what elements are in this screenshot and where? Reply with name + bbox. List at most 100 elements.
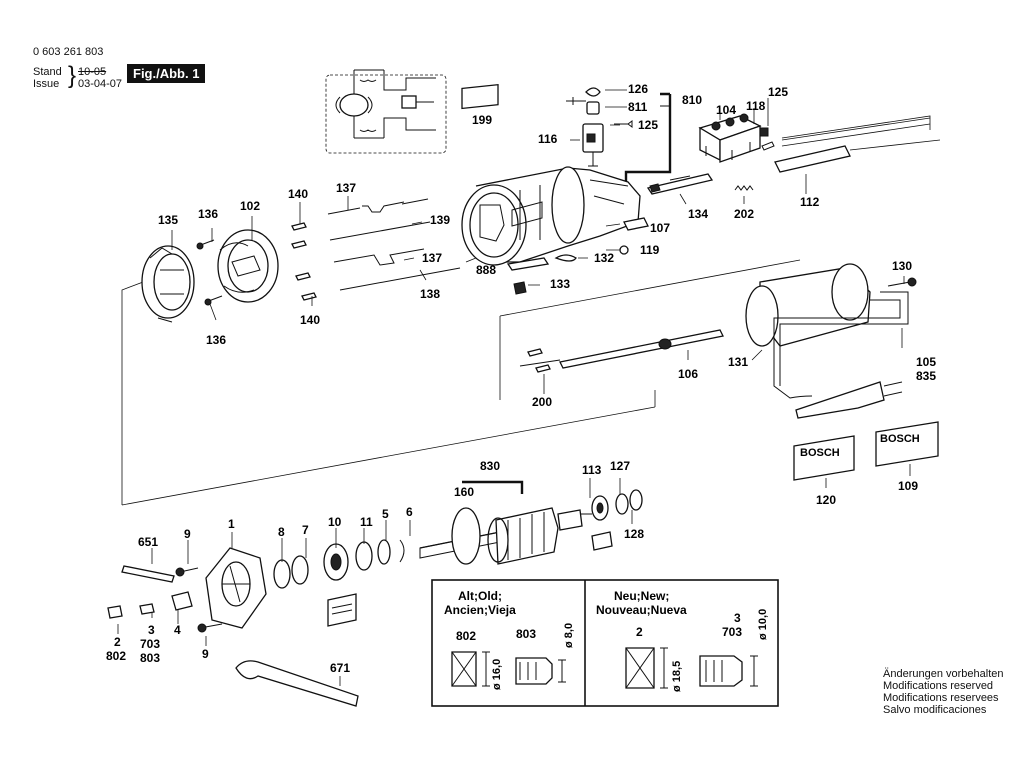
label-202: 202 bbox=[734, 207, 754, 221]
part-140-sleeves-bottom bbox=[295, 272, 317, 301]
part-109-nameplate: BOSCH bbox=[875, 421, 939, 467]
part-label-card bbox=[327, 593, 357, 627]
label-136-a: 136 bbox=[198, 207, 218, 221]
part-labels: 126 810 811 125 116 104 118 125 199 135 … bbox=[106, 82, 936, 675]
note-es: Salvo modificaciones bbox=[883, 704, 987, 716]
old-title-line2: Ancien;Vieja bbox=[444, 603, 516, 617]
figure-label: Fig./Abb. 1 bbox=[127, 64, 206, 83]
part-3-collet bbox=[139, 603, 155, 615]
note-en: Modifications reserved bbox=[883, 680, 994, 692]
collet-detail-box: Alt;Old; Ancien;Vieja 802 803 ø 16,0 ø 8… bbox=[431, 579, 779, 707]
label-835: 835 bbox=[916, 369, 936, 383]
part-1-bearing-flange bbox=[205, 547, 267, 629]
part-138-cable bbox=[339, 267, 461, 291]
modification-notes: Änderungen vorbehalten Modifications res… bbox=[883, 668, 1003, 716]
part-131-motor-tube bbox=[745, 263, 871, 347]
label-1: 1 bbox=[228, 517, 235, 531]
part-202-spring bbox=[734, 185, 754, 191]
label-3: 3 bbox=[148, 623, 155, 637]
leader-lines bbox=[117, 89, 911, 686]
label-9-a: 9 bbox=[184, 527, 191, 541]
label-138: 138 bbox=[420, 287, 440, 301]
note-fr: Modifications reservees bbox=[883, 692, 999, 704]
part-11-ring bbox=[355, 541, 373, 571]
new-collet-section: Neu;New; Nouveau;Nueva 2 3 703 ø 18,5 ø … bbox=[596, 589, 769, 692]
label-6: 6 bbox=[406, 505, 413, 519]
part-2-nut bbox=[107, 605, 123, 619]
label-105: 105 bbox=[916, 355, 936, 369]
part-830-armature bbox=[419, 480, 592, 565]
part-671-spanner bbox=[235, 660, 359, 707]
label-125-a: 125 bbox=[638, 118, 658, 132]
new-dim-outer: ø 18,5 bbox=[671, 661, 683, 692]
label-8: 8 bbox=[278, 525, 285, 539]
stand-value: 10-05 bbox=[78, 66, 107, 78]
part-130-screw bbox=[887, 277, 917, 287]
label-802: 802 bbox=[106, 649, 126, 663]
note-de: Änderungen vorbehalten bbox=[883, 668, 1004, 680]
part-135-fan-housing bbox=[141, 245, 195, 323]
part-7-ring bbox=[291, 555, 309, 585]
label-703: 703 bbox=[140, 637, 160, 651]
label-106: 106 bbox=[678, 367, 698, 381]
label-107: 107 bbox=[650, 221, 670, 235]
part-200-sleeves bbox=[527, 348, 551, 373]
plate-a-text: BOSCH bbox=[800, 447, 840, 459]
label-102: 102 bbox=[240, 199, 260, 213]
part-139-cable bbox=[329, 221, 431, 241]
part-4-nut bbox=[171, 591, 193, 611]
issue-value: 03-04-07 bbox=[78, 78, 123, 90]
old-dim-outer: ø 16,0 bbox=[491, 659, 503, 690]
label-119: 119 bbox=[640, 243, 660, 257]
old-title-line1: Alt;Old; bbox=[458, 589, 502, 603]
part-102-field-winding bbox=[217, 229, 279, 303]
motor-housing bbox=[461, 166, 641, 266]
label-140-a: 140 bbox=[288, 187, 308, 201]
label-104: 104 bbox=[716, 103, 736, 117]
label-139: 139 bbox=[430, 213, 450, 227]
label-199: 199 bbox=[472, 113, 492, 127]
part-113-bearing bbox=[591, 495, 609, 521]
label-830: 830 bbox=[480, 459, 500, 473]
part-112-cable-clamp bbox=[774, 115, 941, 173]
part-number: 0 603 261 803 bbox=[33, 46, 104, 58]
part-132-cable-holder bbox=[554, 254, 577, 262]
part-120-nameplate: BOSCH bbox=[793, 435, 855, 481]
old-collet-section: Alt;Old; Ancien;Vieja 802 803 ø 16,0 ø 8… bbox=[444, 589, 575, 690]
label-2: 2 bbox=[114, 635, 121, 649]
new-title-line2: Nouveau;Nueva bbox=[596, 603, 687, 617]
label-5: 5 bbox=[382, 507, 389, 521]
label-125-b: 125 bbox=[768, 85, 788, 99]
label-4: 4 bbox=[174, 623, 181, 637]
label-803: 803 bbox=[140, 651, 160, 665]
part-9-screw-bottom bbox=[197, 623, 223, 633]
part-bearing-cap bbox=[591, 531, 613, 551]
label-11: 11 bbox=[360, 515, 373, 529]
label-128: 128 bbox=[624, 527, 644, 541]
label-671: 671 bbox=[330, 661, 350, 675]
part-104-terminal-block bbox=[698, 113, 762, 163]
new-part-a: 2 bbox=[636, 625, 643, 639]
label-135: 135 bbox=[158, 213, 178, 227]
label-888: 888 bbox=[476, 263, 496, 277]
label-130: 130 bbox=[892, 259, 912, 273]
plate-b-text: BOSCH bbox=[880, 433, 920, 445]
label-134: 134 bbox=[688, 207, 708, 221]
label-133: 133 bbox=[550, 277, 570, 291]
label-118: 118 bbox=[746, 99, 766, 113]
part-105-power-cable bbox=[773, 291, 909, 419]
part-651-pin bbox=[121, 565, 175, 583]
label-140-b: 140 bbox=[300, 313, 320, 327]
label-137-a: 137 bbox=[336, 181, 356, 195]
label-126: 126 bbox=[628, 82, 648, 96]
label-160: 160 bbox=[454, 485, 474, 499]
issue-label: Issue bbox=[33, 78, 60, 90]
part-127-ring bbox=[615, 493, 629, 515]
label-127: 127 bbox=[610, 459, 630, 473]
label-10: 10 bbox=[328, 515, 342, 529]
label-9-b: 9 bbox=[202, 647, 209, 661]
label-200: 200 bbox=[532, 395, 552, 409]
part-9-screw-top bbox=[175, 567, 199, 577]
part-10-bearing bbox=[323, 543, 349, 581]
